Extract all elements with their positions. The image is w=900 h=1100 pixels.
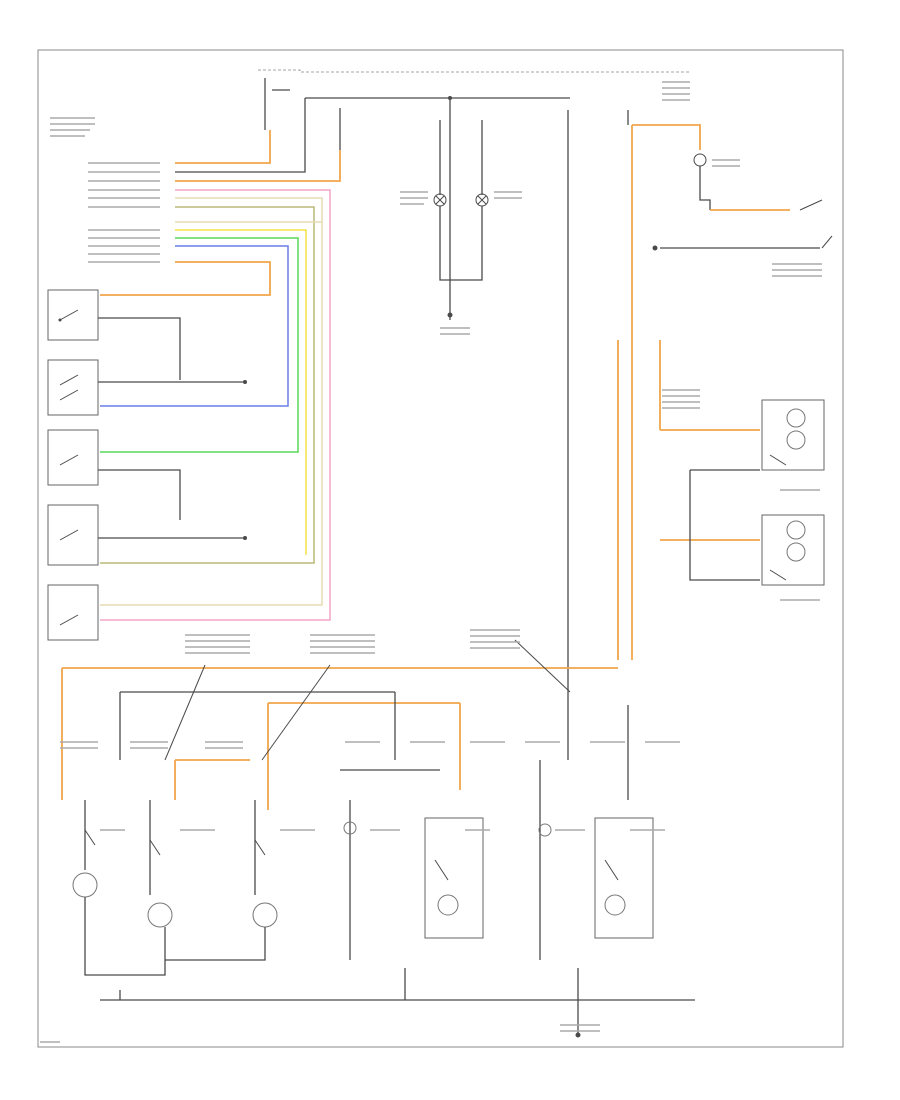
top-right-circuit <box>627 110 833 660</box>
top-power-feed <box>258 69 690 700</box>
passenger-door-jamb-switch <box>47 504 247 566</box>
right-map-light-symbol <box>475 193 489 207</box>
rear-cargo-door-switch <box>47 359 247 416</box>
right-rear-reading-lamp-box <box>594 817 654 939</box>
right-rear-courtesy-lamp <box>538 800 552 960</box>
body-control-module-wiring <box>100 130 341 621</box>
right-courtesy-lamp <box>165 800 278 961</box>
rear-door-jamb-switch <box>47 584 99 641</box>
left-rear-reading-lamp-box <box>424 817 484 939</box>
left-front-door-jamb-switch <box>47 429 181 520</box>
left-rear-reading-lamp <box>343 800 357 960</box>
lower-lamp-feeds <box>61 667 629 810</box>
liftgate-ajar-switch <box>47 289 181 380</box>
left-visor-lamp-assembly <box>761 399 825 471</box>
diagram-frame <box>37 49 844 1048</box>
left-courtesy-lamp <box>147 800 173 960</box>
courtesy-lamp-feed <box>617 340 760 660</box>
dome-lamp <box>72 800 166 976</box>
right-visor-lamp-assembly <box>761 514 825 586</box>
ground-bus <box>100 968 695 1038</box>
component-label-marks <box>40 81 822 1043</box>
left-map-light-symbol <box>433 193 447 207</box>
